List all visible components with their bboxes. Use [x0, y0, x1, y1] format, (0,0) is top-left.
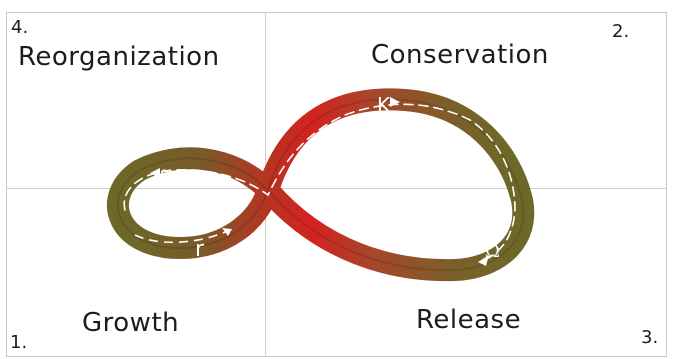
- figure-eight-band: [106, 88, 535, 282]
- growth-label: Growth: [82, 308, 180, 338]
- r-arrowhead-icon: [222, 228, 232, 236]
- alpha-arrowhead-icon: [150, 168, 160, 178]
- r-symbol: r: [195, 237, 205, 262]
- omega-arrowhead-icon: [478, 255, 489, 266]
- quadrant-1-number: 1.: [10, 332, 28, 353]
- quadrant-4-number: 4.: [11, 17, 29, 38]
- quadrant-3-number: 3.: [641, 327, 659, 348]
- k-arrowhead-icon: [390, 97, 400, 107]
- alpha-symbol: α: [160, 163, 171, 182]
- release-label: Release: [416, 305, 522, 335]
- conservation-label: Conservation: [371, 40, 549, 70]
- horizontal-axis: [6, 188, 667, 189]
- omega-symbol: Ω: [485, 241, 500, 262]
- diagram-frame: [6, 12, 667, 357]
- quadrant-2-number: 2.: [612, 21, 630, 42]
- k-symbol: K: [377, 93, 391, 117]
- flow-arrows: [123, 103, 516, 263]
- reorganization-label: Reorganization: [18, 42, 220, 72]
